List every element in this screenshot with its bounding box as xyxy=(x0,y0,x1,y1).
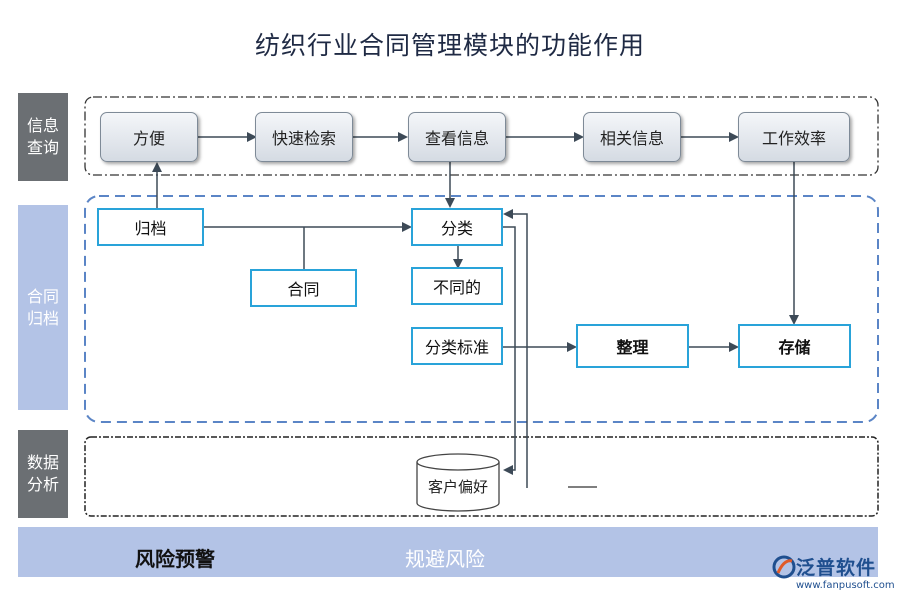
node-related-info: 相关信息 xyxy=(583,112,681,162)
analysis-container xyxy=(84,436,879,517)
section-label-analysis: 数据 分析 xyxy=(18,430,68,518)
footer-avoid-risk: 规避风险 xyxy=(405,547,485,571)
node-customer-preference: 客户偏好 xyxy=(427,478,488,496)
node-archive: 归档 xyxy=(97,208,204,246)
footer-risk-warning: 风险预警 xyxy=(135,547,215,571)
customer-preference-cylinder xyxy=(416,453,500,512)
page-title: 纺织行业合同管理模块的功能作用 xyxy=(254,31,645,60)
section-label-query: 信息 查询 xyxy=(18,93,68,181)
node-classify-standard: 分类标准 xyxy=(411,327,503,365)
logo-url: www.fanpusoft.com xyxy=(796,580,895,591)
node-storage: 存储 xyxy=(738,324,851,368)
node-convenience: 方便 xyxy=(100,112,198,162)
logo-icon xyxy=(772,555,796,579)
query-container xyxy=(84,96,879,176)
node-different: 不同的 xyxy=(411,267,503,305)
logo-name: 泛普软件 xyxy=(796,557,877,579)
arrow-classify-customer xyxy=(503,226,516,475)
archive-container xyxy=(84,195,879,423)
section-label-archive: 合同 归档 xyxy=(18,205,68,410)
node-view-info: 查看信息 xyxy=(408,112,506,162)
node-work-efficiency: 工作效率 xyxy=(738,112,850,162)
node-contract: 合同 xyxy=(250,269,357,307)
node-classify: 分类 xyxy=(411,208,503,246)
arrow-customer-classify xyxy=(503,209,528,488)
node-quick-search: 快速检索 xyxy=(255,112,353,162)
footer-band xyxy=(18,527,878,577)
node-organize: 整理 xyxy=(576,324,689,368)
